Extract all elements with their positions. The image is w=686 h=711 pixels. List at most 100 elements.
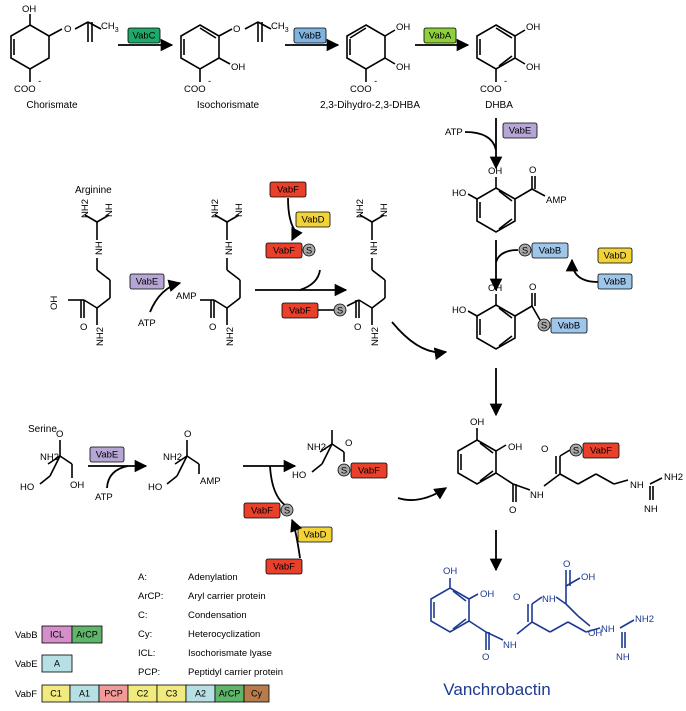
enzyme-vaba: VabA: [429, 31, 452, 42]
isochorismate-ether-o: O: [233, 24, 240, 35]
isochorismate-ch3: CH3: [271, 21, 289, 34]
domain-label: Cy: [251, 688, 262, 698]
dhb-amp-o: O: [529, 165, 536, 176]
svg-text:NH: NH: [379, 203, 390, 217]
enzyme-vabf-7: VabF: [590, 446, 612, 457]
domain-label: ICL: [50, 629, 64, 639]
legend-abbr: Cy:: [138, 629, 152, 640]
enzyme-vabf-box-2: [265, 242, 303, 259]
svg-text:O: O: [354, 322, 361, 333]
label-dihydro-dhba: 2,3-Dihydro-2,3-DHBA: [320, 100, 420, 111]
enzyme-vabe-box-3: [89, 446, 125, 463]
svg-text:NH: NH: [542, 594, 556, 605]
enzyme-vabd-1: VabD: [603, 251, 626, 262]
enzyme-vabd-box-1: [597, 247, 633, 264]
enzyme-vabe-2: VabE: [136, 277, 159, 288]
dhb-s-vabb-structure: OH HO O S VabB: [452, 282, 588, 350]
legend-desc: Adenylation: [188, 572, 238, 583]
chorismate-oh: OH: [22, 4, 36, 15]
legend-desc: Isochorismate lyase: [188, 648, 272, 659]
dhba-charge: -: [504, 76, 507, 87]
enzyme-vabf-3: VabF: [289, 306, 311, 317]
arrow-vaba: VabA: [415, 27, 470, 52]
domain-label: C3: [166, 688, 178, 698]
vanchrobactin-structure: OH OH O NH O NH O OH OH NH NH2 NH: [430, 559, 654, 663]
enzyme-vaba-box: [423, 27, 457, 44]
domain-row-label: VabF: [15, 689, 37, 700]
svg-text:NH: NH: [630, 480, 644, 491]
domain-label: A2: [195, 688, 206, 698]
legend-desc: Aryl carrier protein: [188, 591, 266, 602]
svg-text:NH2: NH2: [307, 442, 326, 453]
enzyme-vabb-2: VabB: [539, 246, 562, 257]
domain-label: PCP: [104, 688, 123, 698]
svg-text:O: O: [563, 559, 570, 570]
dhba-oh-1: OH: [526, 22, 540, 33]
svg-text:NH: NH: [94, 241, 105, 255]
svg-text:NH: NH: [104, 203, 115, 217]
svg-text:NH2: NH2: [163, 452, 182, 463]
dhb-amp-ho: HO: [452, 188, 466, 199]
vabf-arginine-loading: VabF VabD VabF S: [255, 181, 348, 297]
svg-text:S: S: [306, 246, 312, 257]
dihydro-oh-2: OH: [396, 62, 410, 73]
arginyl-amp-structure: NH2 NH NH AMP O NH2: [176, 199, 245, 346]
ser-thiol-s-1: [518, 243, 532, 257]
svg-text:O: O: [56, 429, 63, 440]
domain-block: [41, 654, 73, 673]
enzyme-vabe-3: VabE: [96, 450, 119, 461]
enzyme-vabf-box-4: [243, 502, 281, 519]
enzyme-vabb-box-2: [531, 242, 569, 259]
svg-text:HO: HO: [148, 482, 162, 493]
enzyme-vabf-6: VabF: [358, 466, 380, 477]
dhba-coo: COO: [480, 84, 502, 95]
dhba-structure: OH OH COO - DHBA: [476, 22, 540, 111]
legend-abbr: ICL:: [138, 648, 155, 659]
svg-text:O: O: [482, 652, 489, 663]
domain-row-label: VabB: [15, 630, 38, 641]
svg-text:OH: OH: [588, 628, 602, 639]
svg-text:NH: NH: [530, 490, 544, 501]
svg-text:AMP: AMP: [200, 476, 221, 487]
thiol-s-5: [280, 503, 294, 517]
svg-text:O: O: [345, 438, 352, 449]
legend-abbr: PCP:: [138, 667, 160, 678]
enzyme-vabf-2: VabF: [273, 246, 295, 257]
svg-text:AMP: AMP: [176, 291, 197, 302]
svg-text:NH2: NH2: [664, 472, 683, 483]
svg-text:O: O: [209, 322, 216, 333]
domain-label: A1: [79, 688, 90, 698]
enzyme-vabd-3: VabD: [303, 530, 326, 541]
seryl-amp-structure: NH2 O AMP HO: [148, 429, 221, 493]
svg-text:OH: OH: [70, 480, 84, 491]
arrow-serine-to-intermediate: [397, 487, 448, 501]
enzyme-vabc: VabC: [132, 31, 155, 42]
arrow-vabb: VabB: [285, 27, 340, 52]
domain-block: [243, 684, 270, 703]
thiol-s-6: [337, 463, 351, 477]
legend-abbr: A:: [138, 572, 147, 583]
chorismate-ch3: CH3: [101, 21, 119, 34]
chorismate-coo: COO: [14, 84, 36, 95]
label-isochorismate: Isochorismate: [197, 100, 260, 111]
svg-text:O: O: [184, 429, 191, 440]
svg-text:NH: NH: [616, 652, 630, 663]
svg-text:S: S: [573, 446, 579, 457]
svg-text:NH: NH: [234, 203, 245, 217]
svg-text:OH: OH: [470, 417, 484, 428]
arginine-structure: NH2 NH NH OH O NH2: [49, 199, 115, 346]
svg-text:HO: HO: [292, 470, 306, 481]
legend-desc: Peptidyl carrier protein: [188, 667, 283, 678]
serine-structure: NH2 O OH HO: [20, 429, 84, 493]
label-arginine: Arginine: [75, 185, 112, 196]
enzyme-vabe-1: VabE: [509, 126, 532, 137]
enzyme-vabb-box-4: [550, 317, 588, 334]
svg-text:NH2: NH2: [210, 199, 221, 218]
dhba-activation-step: ATP VabE: [445, 118, 538, 170]
domain-label: A: [54, 658, 60, 668]
dhb-amp-oh: OH: [488, 166, 502, 177]
svg-text:NH: NH: [601, 624, 615, 635]
